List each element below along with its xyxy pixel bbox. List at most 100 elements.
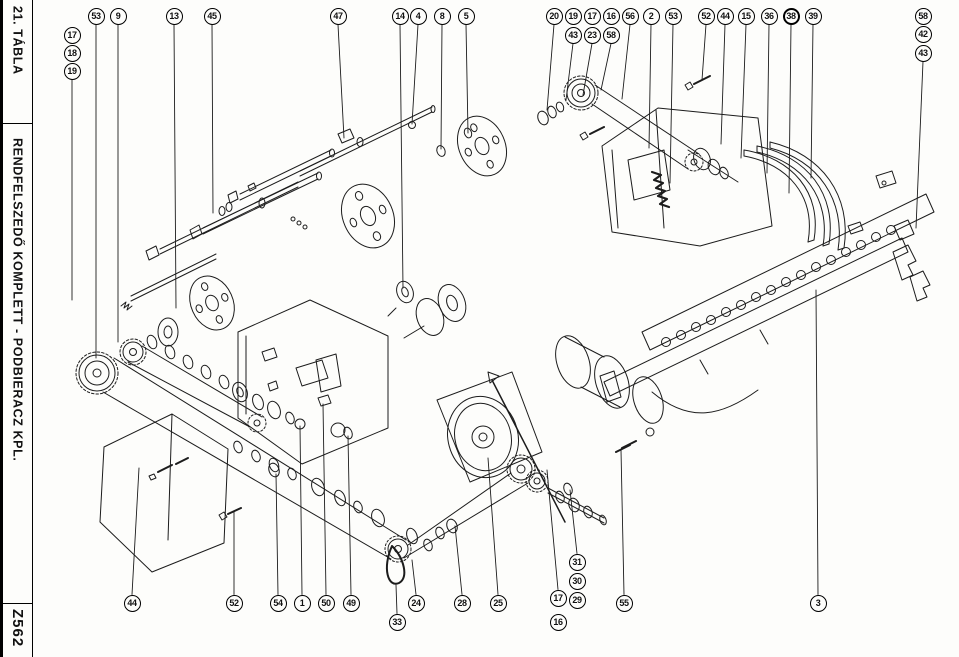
callout-8: 8 <box>433 7 451 25</box>
leader-line-28 <box>454 525 463 595</box>
conveyor-bar <box>599 170 935 449</box>
callout-52: 52 <box>697 7 715 25</box>
plate-sidebar: 21. TÁBLA RENDFELSZEDŐ KOMPLETT - PODBIE… <box>0 0 33 657</box>
leader-line-43 <box>915 61 924 229</box>
leader-line-39 <box>810 24 814 179</box>
callout-16: 16 <box>602 7 620 25</box>
leader-line-58 <box>600 43 612 91</box>
callout-58: 58 <box>602 26 620 44</box>
leader-lines <box>71 24 924 614</box>
leader-line-33 <box>395 584 398 614</box>
callout-17: 17 <box>63 26 81 44</box>
callout-3: 3 <box>809 594 827 612</box>
leader-line-55 <box>620 449 625 595</box>
plate-number: 21. TÁBLA <box>10 6 25 75</box>
leader-line-5 <box>465 24 469 134</box>
cam-discs <box>387 280 467 339</box>
callout-43: 43 <box>914 44 932 62</box>
leader-line-15 <box>740 24 747 159</box>
callout-52: 52 <box>225 594 243 612</box>
leader-line-24 <box>411 559 417 595</box>
drums <box>555 335 664 424</box>
callout-42: 42 <box>914 25 932 43</box>
leader-line-2 <box>648 24 652 149</box>
callout-43: 43 <box>564 26 582 44</box>
callout-53: 53 <box>664 7 682 25</box>
center-frame <box>237 299 389 465</box>
leader-line-17 <box>546 469 559 590</box>
leader-line-44 <box>720 24 726 145</box>
callout-45: 45 <box>203 7 221 25</box>
callout-16: 16 <box>549 613 567 631</box>
leader-line-36 <box>766 24 770 174</box>
callout-44: 44 <box>123 594 141 612</box>
leader-line-4 <box>411 24 419 125</box>
callout-44: 44 <box>716 7 734 25</box>
callout-28: 28 <box>453 594 471 612</box>
leader-line-50 <box>322 403 327 595</box>
callout-30: 30 <box>568 572 586 590</box>
leader-line-44 <box>131 467 140 595</box>
leader-line-52 <box>701 24 707 81</box>
leader-line-8 <box>440 24 443 150</box>
callout-19: 19 <box>564 7 582 25</box>
callout-2: 2 <box>642 7 660 25</box>
flanged-discs <box>157 115 508 347</box>
plate-number-section: 21. TÁBLA <box>3 0 32 124</box>
left-chain-drive <box>75 338 407 560</box>
leader-line-53 <box>669 24 674 184</box>
callout-17: 17 <box>583 7 601 25</box>
leader-line-25 <box>487 457 499 595</box>
leader-line-20 <box>546 24 555 111</box>
belt-bands <box>743 141 846 251</box>
callout-17: 17 <box>549 589 567 607</box>
leader-line-56 <box>621 24 631 100</box>
plate-title-section: RENDFELSZEDŐ KOMPLETT - PODBIERACZ KPL. <box>3 124 32 603</box>
callout-29: 29 <box>568 591 586 609</box>
callout-9: 9 <box>109 7 127 25</box>
leader-line-3 <box>815 289 819 595</box>
bearing-train-lower <box>233 440 433 552</box>
leader-line-54 <box>275 473 279 595</box>
callout-23: 23 <box>583 26 601 44</box>
callout-5: 5 <box>457 7 475 25</box>
leader-line-1 <box>299 425 303 595</box>
callout-25: 25 <box>489 594 507 612</box>
callout-18: 18 <box>63 44 81 62</box>
callout-20: 20 <box>545 7 563 25</box>
leader-line-45 <box>211 24 214 214</box>
plate-code: Z562 <box>9 609 26 648</box>
leader-line-13 <box>173 24 177 309</box>
callout-31: 31 <box>568 553 586 571</box>
right-top-assembly <box>563 75 773 247</box>
leader-line-49 <box>347 435 352 595</box>
bearing-train-upper <box>146 334 295 425</box>
callout-50: 50 <box>317 594 335 612</box>
leader-line-31 <box>569 489 578 554</box>
callout-39: 39 <box>804 7 822 25</box>
callout-1: 1 <box>293 594 311 612</box>
callout-36: 36 <box>760 7 778 25</box>
callout-38: 38 <box>782 7 800 25</box>
callout-13: 13 <box>165 7 183 25</box>
pulley-assembly <box>384 371 607 585</box>
callout-54: 54 <box>269 594 287 612</box>
left-shield <box>99 413 229 573</box>
plate-title: RENDFELSZEDŐ KOMPLETT - PODBIERACZ KPL. <box>10 138 25 462</box>
callout-14: 14 <box>391 7 409 25</box>
leader-line-38 <box>788 24 792 194</box>
callout-55: 55 <box>615 594 633 612</box>
leader-line-14 <box>399 24 404 289</box>
leader-line-47 <box>337 24 345 139</box>
callout-19: 19 <box>63 62 81 80</box>
callout-49: 49 <box>342 594 360 612</box>
tube-assembly <box>120 105 436 311</box>
callout-33: 33 <box>388 613 406 631</box>
callout-4: 4 <box>409 7 427 25</box>
callout-15: 15 <box>737 7 755 25</box>
callout-47: 47 <box>329 7 347 25</box>
callout-24: 24 <box>407 594 425 612</box>
plate-code-section: Z562 <box>3 603 32 657</box>
